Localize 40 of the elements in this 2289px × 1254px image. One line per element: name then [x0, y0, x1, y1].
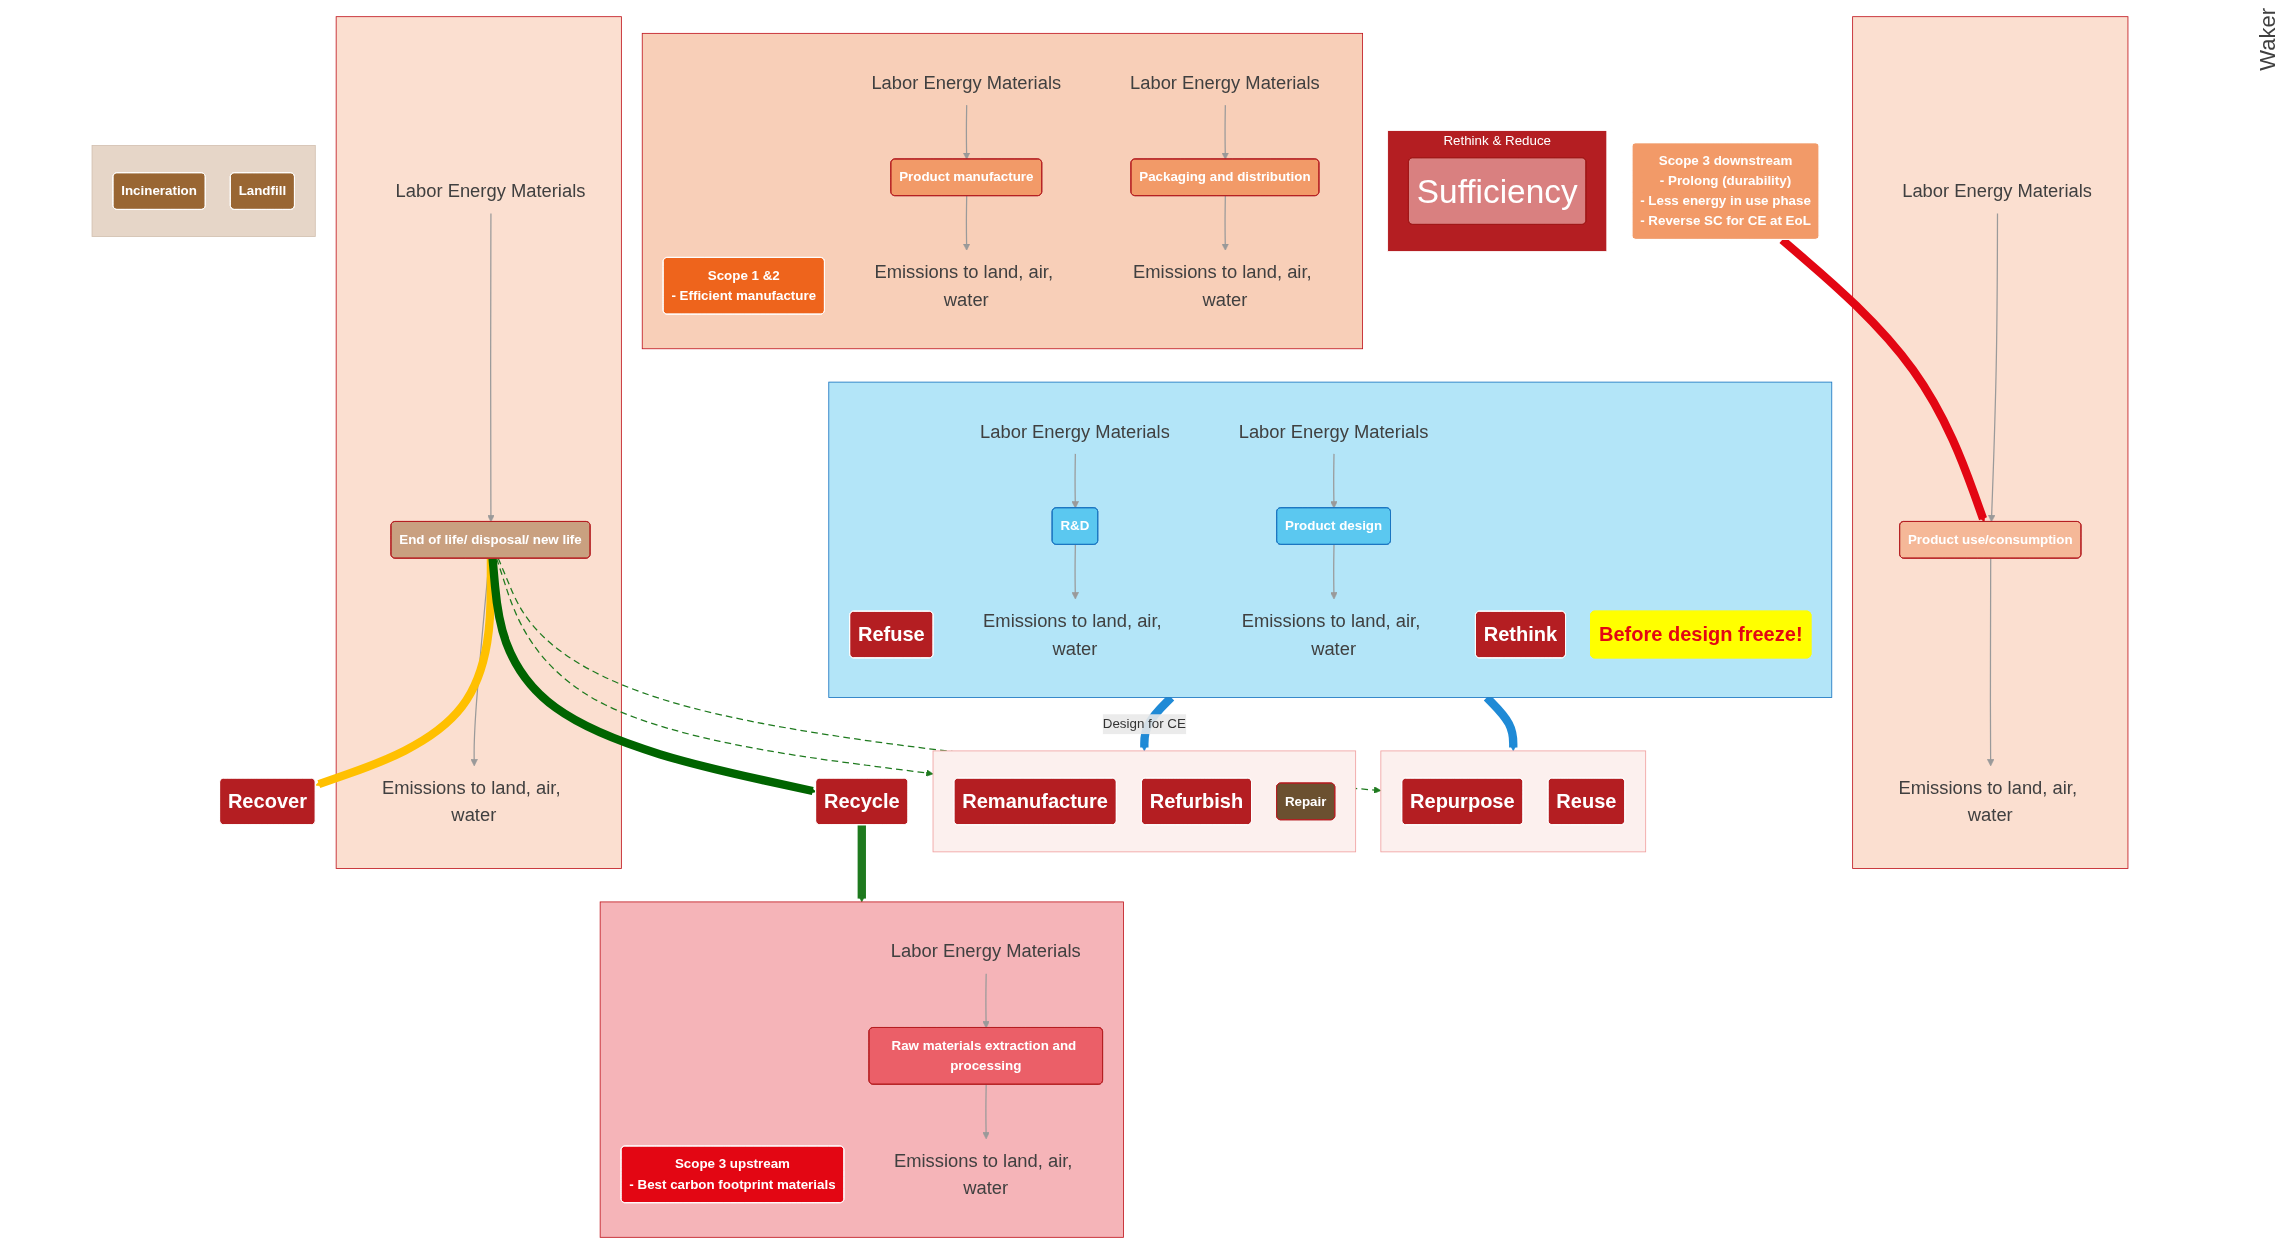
node-text: Labor Energy Materials	[1902, 180, 2092, 202]
arrow	[1986, 557, 1995, 767]
arrow	[495, 557, 934, 777]
node-text: Labor Energy Materials	[1130, 72, 1320, 94]
arrow	[1071, 453, 1079, 509]
arrow	[1330, 544, 1338, 600]
arrow	[1988, 212, 1999, 523]
cluster	[641, 32, 1363, 350]
arrow	[487, 212, 495, 523]
cluster	[335, 16, 622, 869]
arrow	[982, 973, 990, 1029]
node-text: Labor Energy Materials	[871, 72, 1062, 94]
cluster	[91, 145, 316, 237]
node-text: Emissions to land, air, water	[893, 1150, 1073, 1199]
cluster	[932, 750, 1357, 853]
arrow	[962, 104, 971, 160]
arrow	[1221, 104, 1229, 160]
node-text: Emissions to land, air, water	[874, 261, 1053, 310]
arrow	[488, 558, 817, 796]
arrow	[1221, 195, 1229, 251]
cluster	[1380, 750, 1647, 853]
cluster	[828, 381, 1833, 698]
arrow	[1330, 453, 1338, 509]
node-text: Emissions to land, air, water	[381, 777, 561, 826]
node-text: Labor Energy Materials	[1238, 420, 1429, 442]
node-text: Emissions to land, air, water	[1133, 261, 1312, 310]
edge-label: Design for CE	[1102, 716, 1186, 731]
node-text: Emissions to land, air, water	[1898, 777, 2077, 826]
cluster	[1852, 16, 2129, 869]
cluster	[599, 901, 1124, 1238]
credit-text: Waker	[2255, 8, 2280, 71]
arrow	[857, 824, 866, 903]
node-text: Labor Energy Materials	[395, 180, 586, 202]
node-text: Emissions to land, air, water	[983, 610, 1162, 659]
arrow	[962, 195, 971, 251]
node-text: Labor Energy Materials	[890, 940, 1081, 962]
arrow	[982, 1084, 990, 1140]
arrow	[1071, 544, 1079, 600]
node-text: Labor Energy Materials	[980, 420, 1170, 442]
node-text: Emissions to land, air, water	[1241, 610, 1421, 659]
